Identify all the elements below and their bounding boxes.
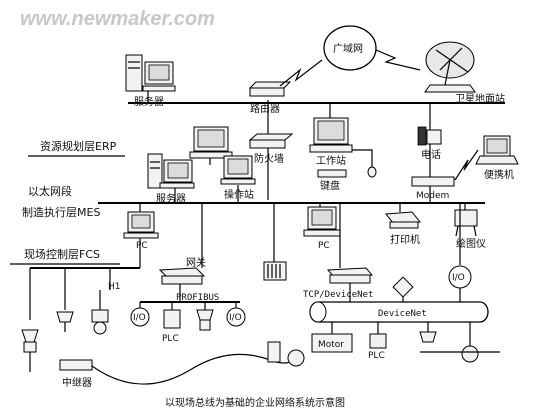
motor: Motor [311, 322, 353, 353]
gateway: 网关 PROFIBUS [158, 256, 219, 303]
layer-erp: 资源规划层ERP [40, 139, 117, 153]
printer-label: 打印机 [390, 233, 420, 246]
pump [420, 322, 500, 363]
sensor-diamond [392, 276, 414, 298]
wan-label: 广域网 [333, 42, 363, 55]
workstation: 工作站 键盘 [309, 117, 377, 192]
h1-label: H1 [108, 282, 121, 292]
layer-mes: 制造执行层MES [22, 205, 100, 219]
erp-computer [189, 126, 233, 165]
io-right-label: I/O [452, 273, 465, 283]
phone-label: 电话 [421, 148, 441, 161]
profibus-label: PROFIBUS [176, 293, 219, 303]
pc-left: PC [123, 211, 159, 251]
server-mid: 服务器 [147, 153, 195, 205]
h1-transmitter [91, 309, 109, 335]
laptop-label: 便携机 [484, 168, 514, 181]
firewall: 防火墙 [248, 133, 294, 165]
modem: Modem [411, 149, 479, 201]
tcp-devicenet-label: TCP/DeviceNet [303, 290, 373, 300]
modem-label: Modem [416, 191, 449, 201]
repeater: 中继器 [29, 352, 301, 389]
keyboard-label: 键盘 [320, 179, 340, 192]
satellite-dish: 卫星地面站 [424, 41, 505, 105]
devicenet-valve [419, 322, 437, 343]
router: 路由器 [248, 81, 292, 115]
diagram-caption: 以现场总线为基础的企业网络系统示意图 [165, 396, 345, 409]
profibus-bus [139, 284, 240, 310]
workstation-label: 工作站 [316, 154, 346, 167]
devicenet-bus: DeviceNet [309, 283, 489, 323]
h1-valve-2 [56, 311, 74, 332]
server-top-label: 服务器 [134, 95, 164, 108]
plc-right: PLC [368, 322, 387, 361]
layer-fcs: 现场控制层FCS [24, 247, 100, 261]
operator-station-label: 操作站 [224, 188, 254, 201]
plc-left: PLC [162, 309, 181, 344]
h1-valve-1 [21, 329, 39, 353]
io-mid: I/O [226, 307, 246, 327]
plc-left-label: PLC [162, 334, 179, 344]
tcp-devicenet-gateway: TCP/DeviceNet [303, 203, 373, 300]
io-left-label: I/O [133, 313, 146, 323]
mid-rack [263, 203, 305, 367]
pc-right: PC [303, 206, 341, 251]
io-mid-label: I/O [229, 313, 242, 323]
phone: 电话 [417, 126, 442, 161]
router-label: 路由器 [250, 102, 280, 115]
satellite-label: 卫星地面站 [455, 92, 505, 105]
wan-cloud: 广域网 [279, 25, 421, 87]
firewall-label: 防火墙 [254, 152, 284, 165]
layer-ethernet: 以太网段 [28, 184, 72, 198]
devicenet-label: DeviceNet [378, 309, 427, 319]
io-left: I/O [130, 307, 150, 327]
pc-left-label: PC [136, 241, 148, 251]
watermark: www.newmaker.com [20, 8, 215, 30]
server-mid-label: 服务器 [156, 192, 186, 205]
server-top: 服务器 [125, 54, 176, 108]
plc-right-label: PLC [368, 351, 385, 361]
ethernet-bus [98, 185, 485, 268]
pc-right-label: PC [318, 241, 330, 251]
h1-bus: H1 [29, 238, 141, 320]
repeater-label: 中继器 [62, 376, 92, 389]
profibus-valve [196, 309, 214, 331]
gateway-label: 网关 [186, 256, 206, 269]
laptop: 便携机 [475, 135, 519, 181]
motor-label: Motor [318, 340, 344, 350]
operator-station: 操作站 [220, 155, 256, 201]
io-right: I/O [448, 203, 472, 289]
plotter-label: 绘图仪 [456, 237, 486, 250]
printer: 打印机 [385, 211, 421, 246]
